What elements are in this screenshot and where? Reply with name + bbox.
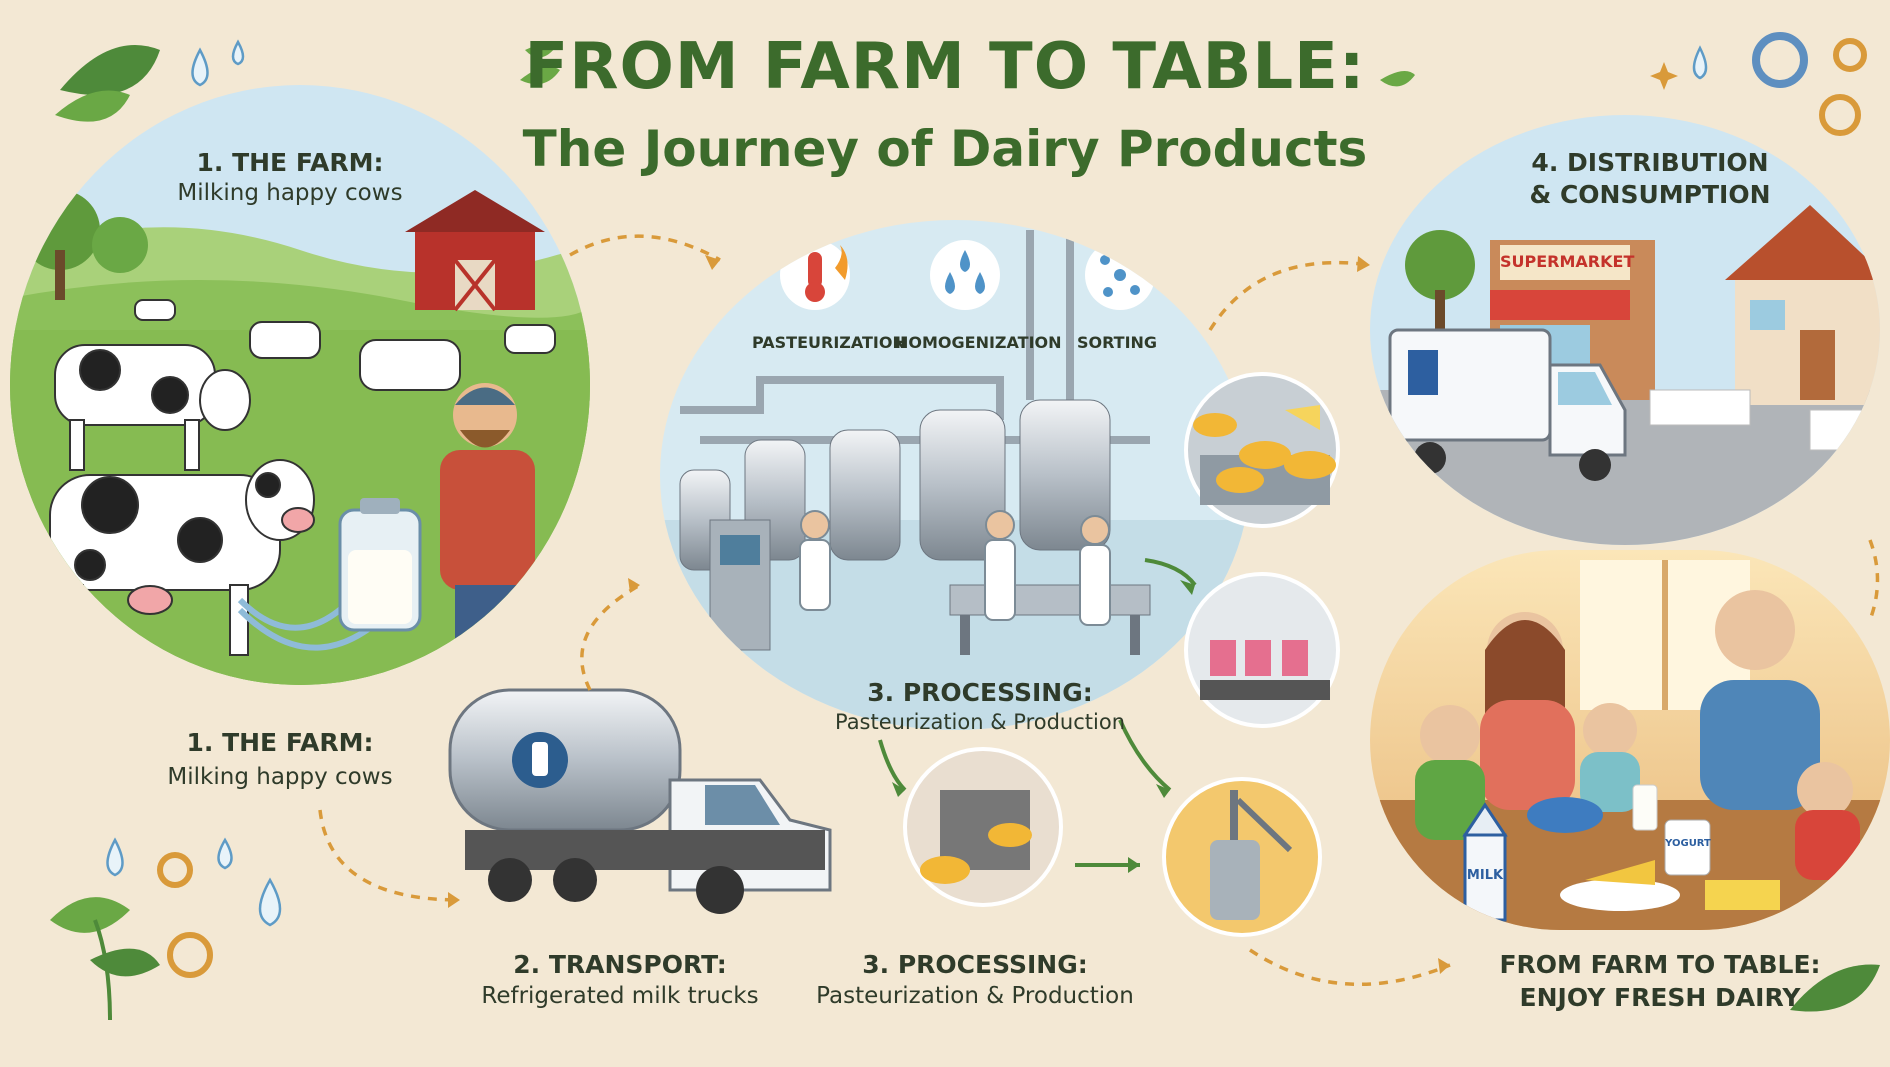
cheese-circle	[1184, 372, 1340, 528]
arrow-truck-to-processing	[580, 583, 641, 691]
barn	[405, 190, 545, 312]
closing-line2: ENJOY FRESH DAIRY	[1519, 983, 1801, 1012]
processing-subtitle-inner: Pasteurization & Production	[834, 710, 1126, 734]
transport-title: 2. TRANSPORT:	[513, 950, 727, 979]
arrow-distribution-to-table	[1868, 539, 1880, 621]
page-subtitle: The Journey of Dairy Products	[522, 120, 1368, 178]
house	[1725, 205, 1880, 405]
gear-icon-small	[1819, 38, 1867, 136]
flow-arrows	[318, 234, 1880, 986]
step-pasteurization: PASTEURIZATION	[752, 333, 906, 352]
distribution-title-line2: & CONSUMPTION	[1529, 180, 1771, 209]
processing-title-inner: 3. PROCESSING:	[867, 678, 1093, 707]
transport-subtitle: Refrigerated milk trucks	[481, 983, 759, 1009]
arrow-farm-to-truck	[318, 809, 461, 902]
cow	[54, 344, 251, 471]
family-scene	[1370, 550, 1890, 930]
arrowheads	[448, 255, 1450, 974]
processing-scene	[660, 220, 1250, 730]
droplets-icon	[930, 240, 1000, 310]
processing-title-bottom: 3. PROCESSING:	[862, 950, 1088, 979]
thermometer-icon	[780, 240, 850, 310]
milk-tanker-truck	[448, 688, 832, 914]
farm-scene	[10, 85, 590, 685]
farm-subtitle-top: Milking happy cows	[177, 180, 403, 206]
farm-title-top: 1. THE FARM:	[196, 148, 384, 177]
gear-icon	[1752, 32, 1808, 88]
gear-icon-bottom-left	[157, 852, 213, 978]
sparkle-icon	[1650, 62, 1678, 90]
step-homogenization: HOMOGENIZATION	[895, 333, 1062, 352]
milk-carton-label: MILK	[1466, 868, 1504, 883]
arrow-processing-to-distribution	[1208, 260, 1371, 331]
distribution-scene	[1370, 115, 1880, 545]
farm-subtitle-bottom: Milking happy cows	[167, 764, 393, 790]
delivery-truck	[1388, 328, 1627, 481]
step-sorting: SORTING	[1076, 333, 1158, 352]
sorting-icon	[1085, 240, 1155, 310]
yogurt-circle	[1184, 572, 1340, 728]
leaf-icon	[55, 45, 160, 122]
distribution-title-line1: 4. DISTRIBUTION	[1531, 148, 1769, 177]
title-leaf-right	[1380, 71, 1415, 87]
arrow-dairy-to-table	[1249, 948, 1451, 986]
supermarket-sign: SUPERMARKET	[1500, 252, 1635, 271]
droplet-icon-top-right	[1692, 45, 1708, 80]
yogurt-cup-label: YOGURT	[1665, 838, 1711, 849]
closing-line1: FROM FARM TO TABLE:	[1499, 950, 1821, 979]
leaf-icon-bottom-left	[50, 897, 160, 1021]
farm-title-bottom: 1. THE FARM:	[186, 728, 374, 757]
cheese-vat-circle	[903, 747, 1063, 907]
processing-subtitle-bottom: Pasteurization & Production	[816, 983, 1134, 1009]
arrow-farm-to-processing	[569, 234, 721, 262]
leaf-icon-bottom-right	[1790, 964, 1880, 1012]
page-title: FROM FARM TO TABLE:	[524, 30, 1366, 104]
workers	[799, 510, 1111, 626]
milking-machine	[237, 498, 422, 651]
butter-churn-circle	[1162, 777, 1322, 937]
droplet-icon	[191, 39, 245, 87]
title-leaf-left	[520, 44, 560, 85]
droplet-icon-bottom-left	[106, 837, 282, 927]
